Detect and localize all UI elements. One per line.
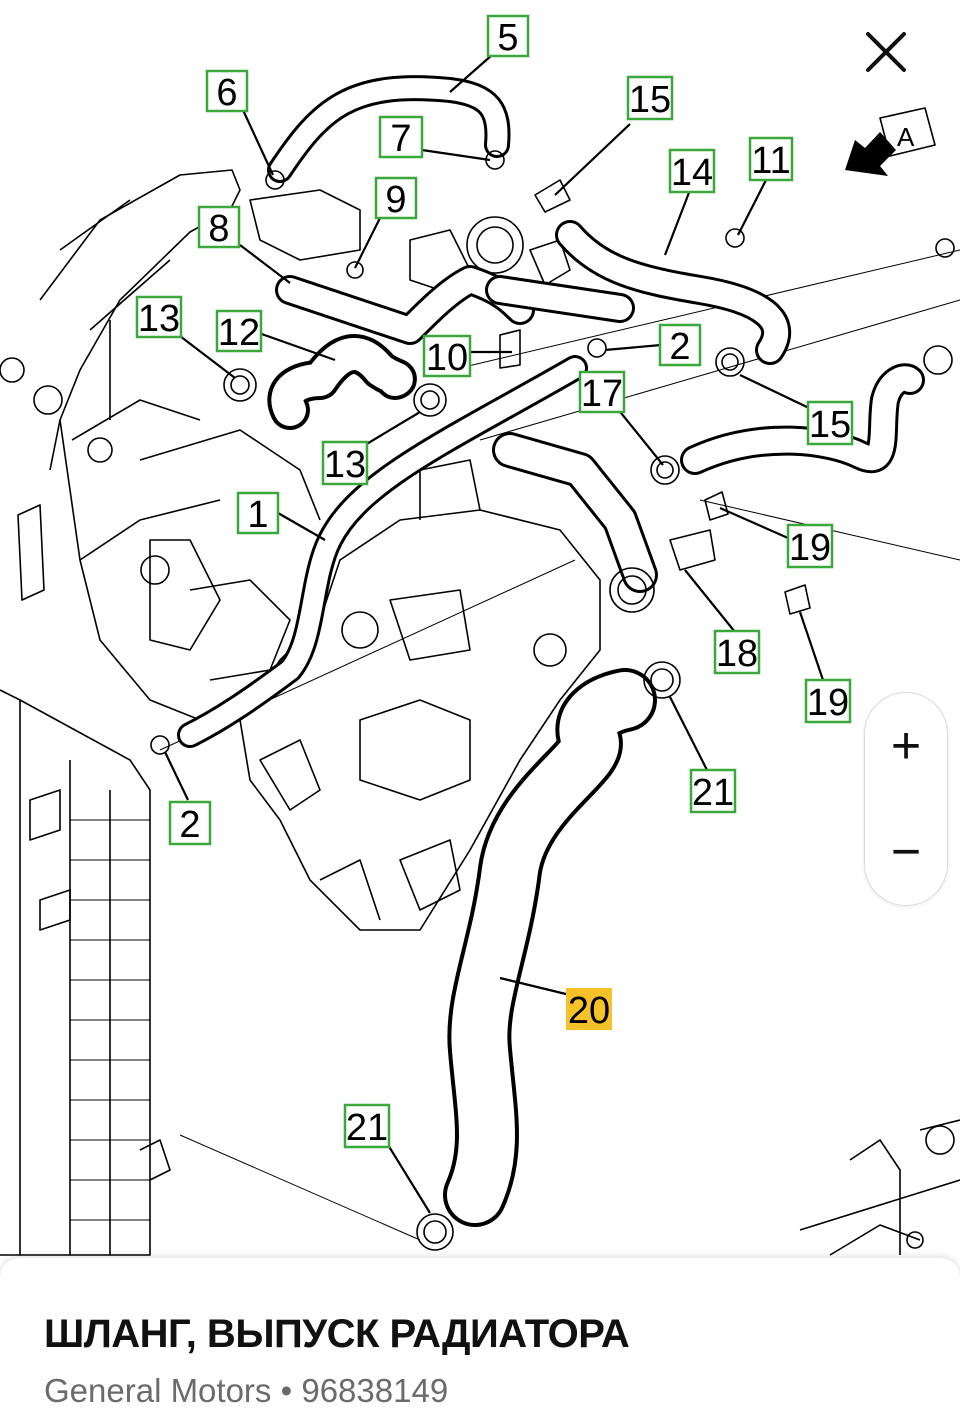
svg-text:17: 17 [581, 373, 623, 415]
callout-17[interactable]: 17 [578, 370, 626, 415]
svg-text:10: 10 [426, 337, 468, 379]
svg-text:6: 6 [216, 72, 237, 114]
svg-text:2: 2 [179, 804, 200, 846]
svg-text:19: 19 [789, 527, 831, 569]
svg-text:1: 1 [247, 494, 268, 536]
svg-text:2: 2 [669, 326, 690, 368]
callout-8[interactable]: 8 [197, 205, 241, 250]
zoom-controls: + − [864, 692, 948, 906]
callout-6[interactable]: 6 [205, 69, 249, 114]
svg-text:11: 11 [751, 140, 790, 182]
part-subtitle: General Motors • 96838149 [44, 1372, 448, 1410]
svg-text:19: 19 [807, 682, 849, 724]
svg-text:13: 13 [138, 298, 180, 340]
leader-lines [164, 54, 825, 1214]
callout-1[interactable]: 1 [236, 491, 280, 536]
callout-19-bottom[interactable]: 19 [804, 678, 852, 724]
callout-13-left[interactable]: 13 [135, 295, 183, 340]
callout-18[interactable]: 18 [713, 629, 761, 675]
svg-text:21: 21 [346, 1107, 388, 1149]
manufacturer: General Motors [44, 1372, 272, 1409]
part-info-sheet: ШЛАНГ, ВЫПУСК РАДИАТОРА General Motors •… [0, 1258, 960, 1422]
callout-13-mid[interactable]: 13 [321, 440, 369, 486]
callout-19-top[interactable]: 19 [786, 523, 834, 569]
separator: • [280, 1372, 293, 1409]
callout-21-right[interactable]: 21 [689, 768, 737, 814]
svg-text:18: 18 [716, 633, 758, 675]
zoom-in-button[interactable]: + [890, 717, 922, 775]
callout-2-top[interactable]: 2 [658, 323, 702, 368]
svg-text:7: 7 [390, 118, 411, 160]
callout-12[interactable]: 12 [215, 309, 263, 354]
svg-text:21: 21 [692, 772, 734, 814]
close-icon [866, 32, 906, 72]
parts-diagram: A 5 6 7 15 14 11 9 8 13 1 [0, 14, 960, 1256]
zoom-out-button[interactable]: − [890, 823, 922, 881]
svg-text:12: 12 [218, 312, 260, 354]
view-a-label: A [897, 122, 915, 152]
callout-21-bottom[interactable]: 21 [343, 1103, 391, 1149]
callout-14[interactable]: 14 [668, 148, 716, 194]
svg-text:14: 14 [671, 152, 713, 194]
callout-20-highlighted[interactable]: 20 [566, 988, 612, 1032]
svg-text:15: 15 [629, 79, 671, 121]
svg-text:20: 20 [568, 990, 610, 1032]
callout-11[interactable]: 11 [748, 136, 794, 182]
callout-10[interactable]: 10 [422, 334, 472, 379]
svg-text:13: 13 [324, 444, 366, 486]
callout-5[interactable]: 5 [486, 14, 530, 59]
close-button[interactable] [856, 22, 916, 82]
callout-15-right[interactable]: 15 [806, 400, 854, 446]
callout-15-top[interactable]: 15 [626, 75, 674, 121]
svg-text:5: 5 [497, 17, 518, 59]
part-title: ШЛАНГ, ВЫПУСК РАДИАТОРА [44, 1312, 630, 1356]
callout-labels: 5 6 7 15 14 11 9 8 13 12 10 2 17 15 13 1… [135, 14, 854, 1149]
part-number: 96838149 [301, 1372, 449, 1409]
callout-9[interactable]: 9 [374, 176, 418, 221]
clamp-group [0, 150, 955, 1251]
callout-7[interactable]: 7 [378, 115, 424, 160]
svg-text:8: 8 [208, 208, 229, 250]
hose-group [177, 75, 925, 1227]
svg-text:15: 15 [809, 404, 851, 446]
view-a-indicator: A [845, 107, 936, 176]
svg-text:9: 9 [385, 179, 406, 221]
callout-2-bottom[interactable]: 2 [168, 800, 212, 846]
